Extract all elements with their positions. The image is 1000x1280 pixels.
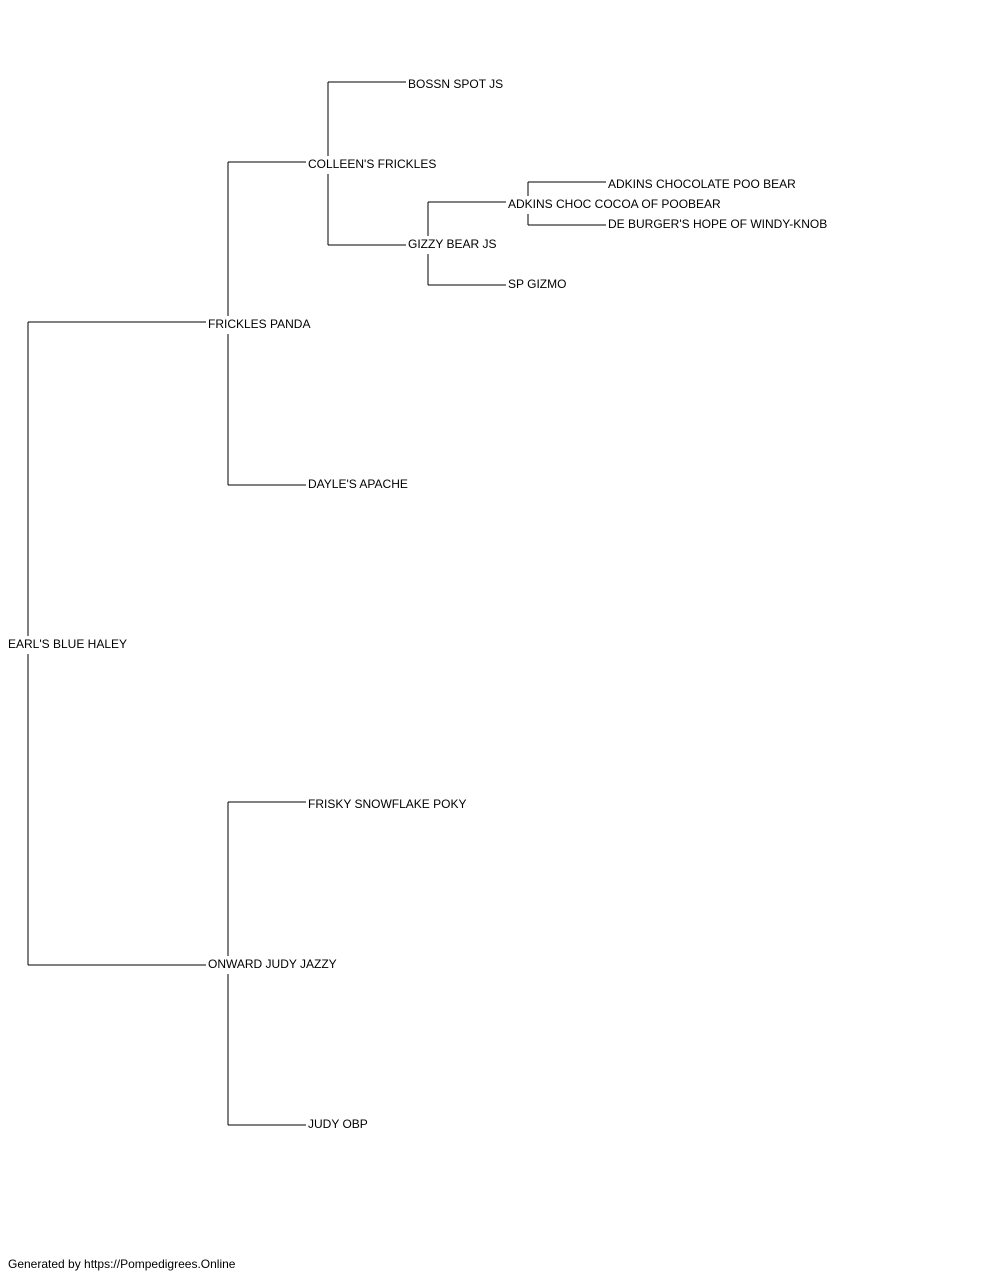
sire-sire-dam-name: GIZZY BEAR JS (408, 237, 496, 251)
sire-name: FRICKLES PANDA (208, 317, 310, 331)
sire-sire-dam-sire-dam-name: DE BURGER'S HOPE OF WINDY-KNOB (608, 217, 827, 231)
sire-sire-dam-dam-name: SP GIZMO (508, 277, 566, 291)
sire-dam-name: DAYLE'S APACHE (308, 477, 408, 491)
sire-sire-dam-sire-sire-name: ADKINS CHOCOLATE POO BEAR (608, 177, 796, 191)
sire-sire-dam-sire-name: ADKINS CHOC COCOA OF POOBEAR (508, 197, 721, 211)
subject-name: EARL'S BLUE HALEY (8, 637, 127, 651)
dam-dam-name: JUDY OBP (308, 1117, 368, 1131)
sire-sire-sire-name: BOSSN SPOT JS (408, 77, 503, 91)
dam-sire-name: FRISKY SNOWFLAKE POKY (308, 797, 466, 811)
dam-name: ONWARD JUDY JAZZY (208, 957, 337, 971)
sire-sire-name: COLLEEN'S FRICKLES (308, 157, 436, 171)
footer-credit: Generated by https://Pompedigrees.Online (8, 1257, 236, 1271)
